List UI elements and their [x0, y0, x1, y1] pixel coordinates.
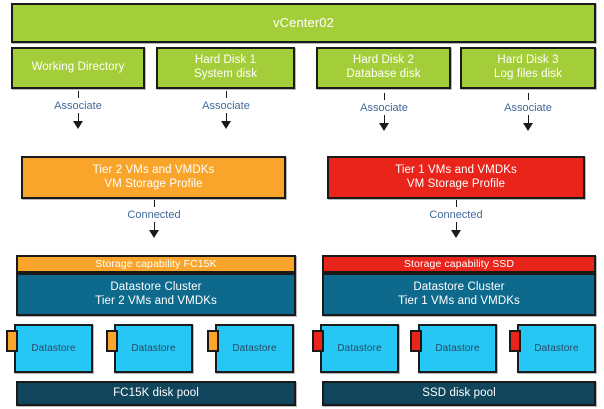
storage-capability-tag-icon	[6, 330, 18, 352]
datastore-cluster-tier-2-title: Datastore Cluster	[110, 280, 202, 293]
storage-capability-tag-icon	[106, 330, 118, 352]
hard-disk-3-title: Hard Disk 3	[497, 54, 559, 67]
datastore-left-2: Datastore	[106, 324, 193, 373]
ssd-disk-pool-bar: SSD disk pool	[322, 381, 596, 406]
connector-connected-left: Connected	[84, 200, 224, 238]
ssd-disk-pool-label: SSD disk pool	[422, 386, 496, 399]
connector-label: Associate	[504, 102, 552, 114]
datastore-cluster-tier-1-subtitle: Tier 1 VMs and VMDKs	[398, 294, 520, 307]
datastore-label: Datastore	[337, 342, 382, 354]
connector-connected-right: Connected	[386, 200, 526, 238]
arrow-down-icon	[379, 123, 389, 131]
arrow-down-icon	[523, 123, 533, 131]
storage-capability-ssd-label: Storage capability SSD	[403, 257, 515, 270]
connector-stem-icon	[77, 113, 79, 122]
tier-2-storage-profile-box: Tier 2 VMs and VMDKs VM Storage Profile	[21, 156, 286, 199]
arrow-down-icon	[73, 121, 83, 129]
connector-associate-hard-disk-2: Associate	[314, 93, 454, 131]
storage-capability-tag-icon	[207, 330, 219, 352]
connector-tick-icon	[527, 93, 529, 100]
tier-2-profile-subtitle: VM Storage Profile	[104, 177, 203, 190]
fc15k-disk-pool-label: FC15K disk pool	[113, 386, 199, 399]
connector-tick-icon	[225, 91, 227, 98]
datastore-cluster-tier-2-subtitle: Tier 2 VMs and VMDKs	[95, 294, 217, 307]
arrow-down-icon	[221, 121, 231, 129]
connector-stem-icon	[153, 222, 155, 231]
hard-disk-3-box: Hard Disk 3 Log files disk	[460, 47, 596, 89]
storage-capability-ssd-bar: Storage capability SSD	[322, 255, 596, 273]
datastore-right-3: Datastore	[509, 324, 596, 373]
connector-associate-hard-disk-1: Associate	[156, 91, 296, 129]
storage-capability-fc15k-bar: Storage capability FC15K	[16, 255, 296, 273]
connector-label: Connected	[127, 209, 181, 221]
datastore-cluster-tier-2-box: Datastore Cluster Tier 2 VMs and VMDKs	[16, 273, 296, 316]
hard-disk-1-box: Hard Disk 1 System disk	[156, 47, 295, 89]
vcenter-box: vCenter02	[11, 3, 596, 43]
datastore-left-1: Datastore	[6, 324, 93, 373]
storage-capability-tag-icon	[410, 330, 422, 352]
connector-associate-working-directory: Associate	[8, 91, 148, 129]
datastore-right-2: Datastore	[410, 324, 497, 373]
arrow-down-icon	[451, 230, 461, 238]
tier-1-storage-profile-box: Tier 1 VMs and VMDKs VM Storage Profile	[327, 156, 585, 199]
connector-associate-hard-disk-3: Associate	[458, 93, 598, 131]
connector-stem-icon	[527, 115, 529, 124]
connector-label: Associate	[54, 100, 102, 112]
hard-disk-1-subtitle: System disk	[193, 68, 258, 80]
fc15k-disk-pool-bar: FC15K disk pool	[16, 381, 296, 406]
datastore-label: Datastore	[435, 342, 480, 354]
datastore-label: Datastore	[131, 342, 176, 354]
storage-capability-tag-icon	[509, 330, 521, 352]
vcenter-label: vCenter02	[273, 15, 334, 31]
hard-disk-3-subtitle: Log files disk	[494, 68, 562, 80]
connector-label: Connected	[429, 209, 483, 221]
tier-2-profile-title: Tier 2 VMs and VMDKs	[92, 163, 215, 176]
connector-stem-icon	[383, 115, 385, 124]
connector-stem-icon	[455, 222, 457, 231]
connector-tick-icon	[383, 93, 385, 100]
datastore-label: Datastore	[232, 342, 277, 354]
connector-tick-icon	[77, 91, 79, 98]
storage-capability-tag-icon	[312, 330, 324, 352]
datastore-cluster-tier-1-box: Datastore Cluster Tier 1 VMs and VMDKs	[322, 273, 596, 316]
storage-capability-fc15k-label: Storage capability FC15K	[95, 257, 217, 270]
arrow-down-icon	[149, 230, 159, 238]
datastore-left-3: Datastore	[207, 324, 294, 373]
connector-tick-icon	[455, 200, 457, 207]
connector-label: Associate	[360, 102, 408, 114]
datastore-label: Datastore	[31, 342, 76, 354]
datastore-right-1: Datastore	[312, 324, 399, 373]
connector-label: Associate	[202, 100, 250, 112]
hard-disk-2-title: Hard Disk 2	[352, 54, 415, 67]
connector-tick-icon	[153, 200, 155, 207]
working-directory-label: Working Directory	[31, 61, 125, 74]
hard-disk-1-title: Hard Disk 1	[194, 54, 257, 67]
hard-disk-2-box: Hard Disk 2 Database disk	[316, 47, 451, 89]
datastore-cluster-tier-1-title: Datastore Cluster	[413, 280, 505, 293]
datastore-label: Datastore	[534, 342, 579, 354]
tier-1-profile-subtitle: VM Storage Profile	[406, 177, 506, 190]
hard-disk-2-subtitle: Database disk	[346, 68, 421, 80]
tier-1-profile-title: Tier 1 VMs and VMDKs	[395, 163, 517, 176]
working-directory-box: Working Directory	[11, 47, 145, 89]
connector-stem-icon	[225, 113, 227, 122]
